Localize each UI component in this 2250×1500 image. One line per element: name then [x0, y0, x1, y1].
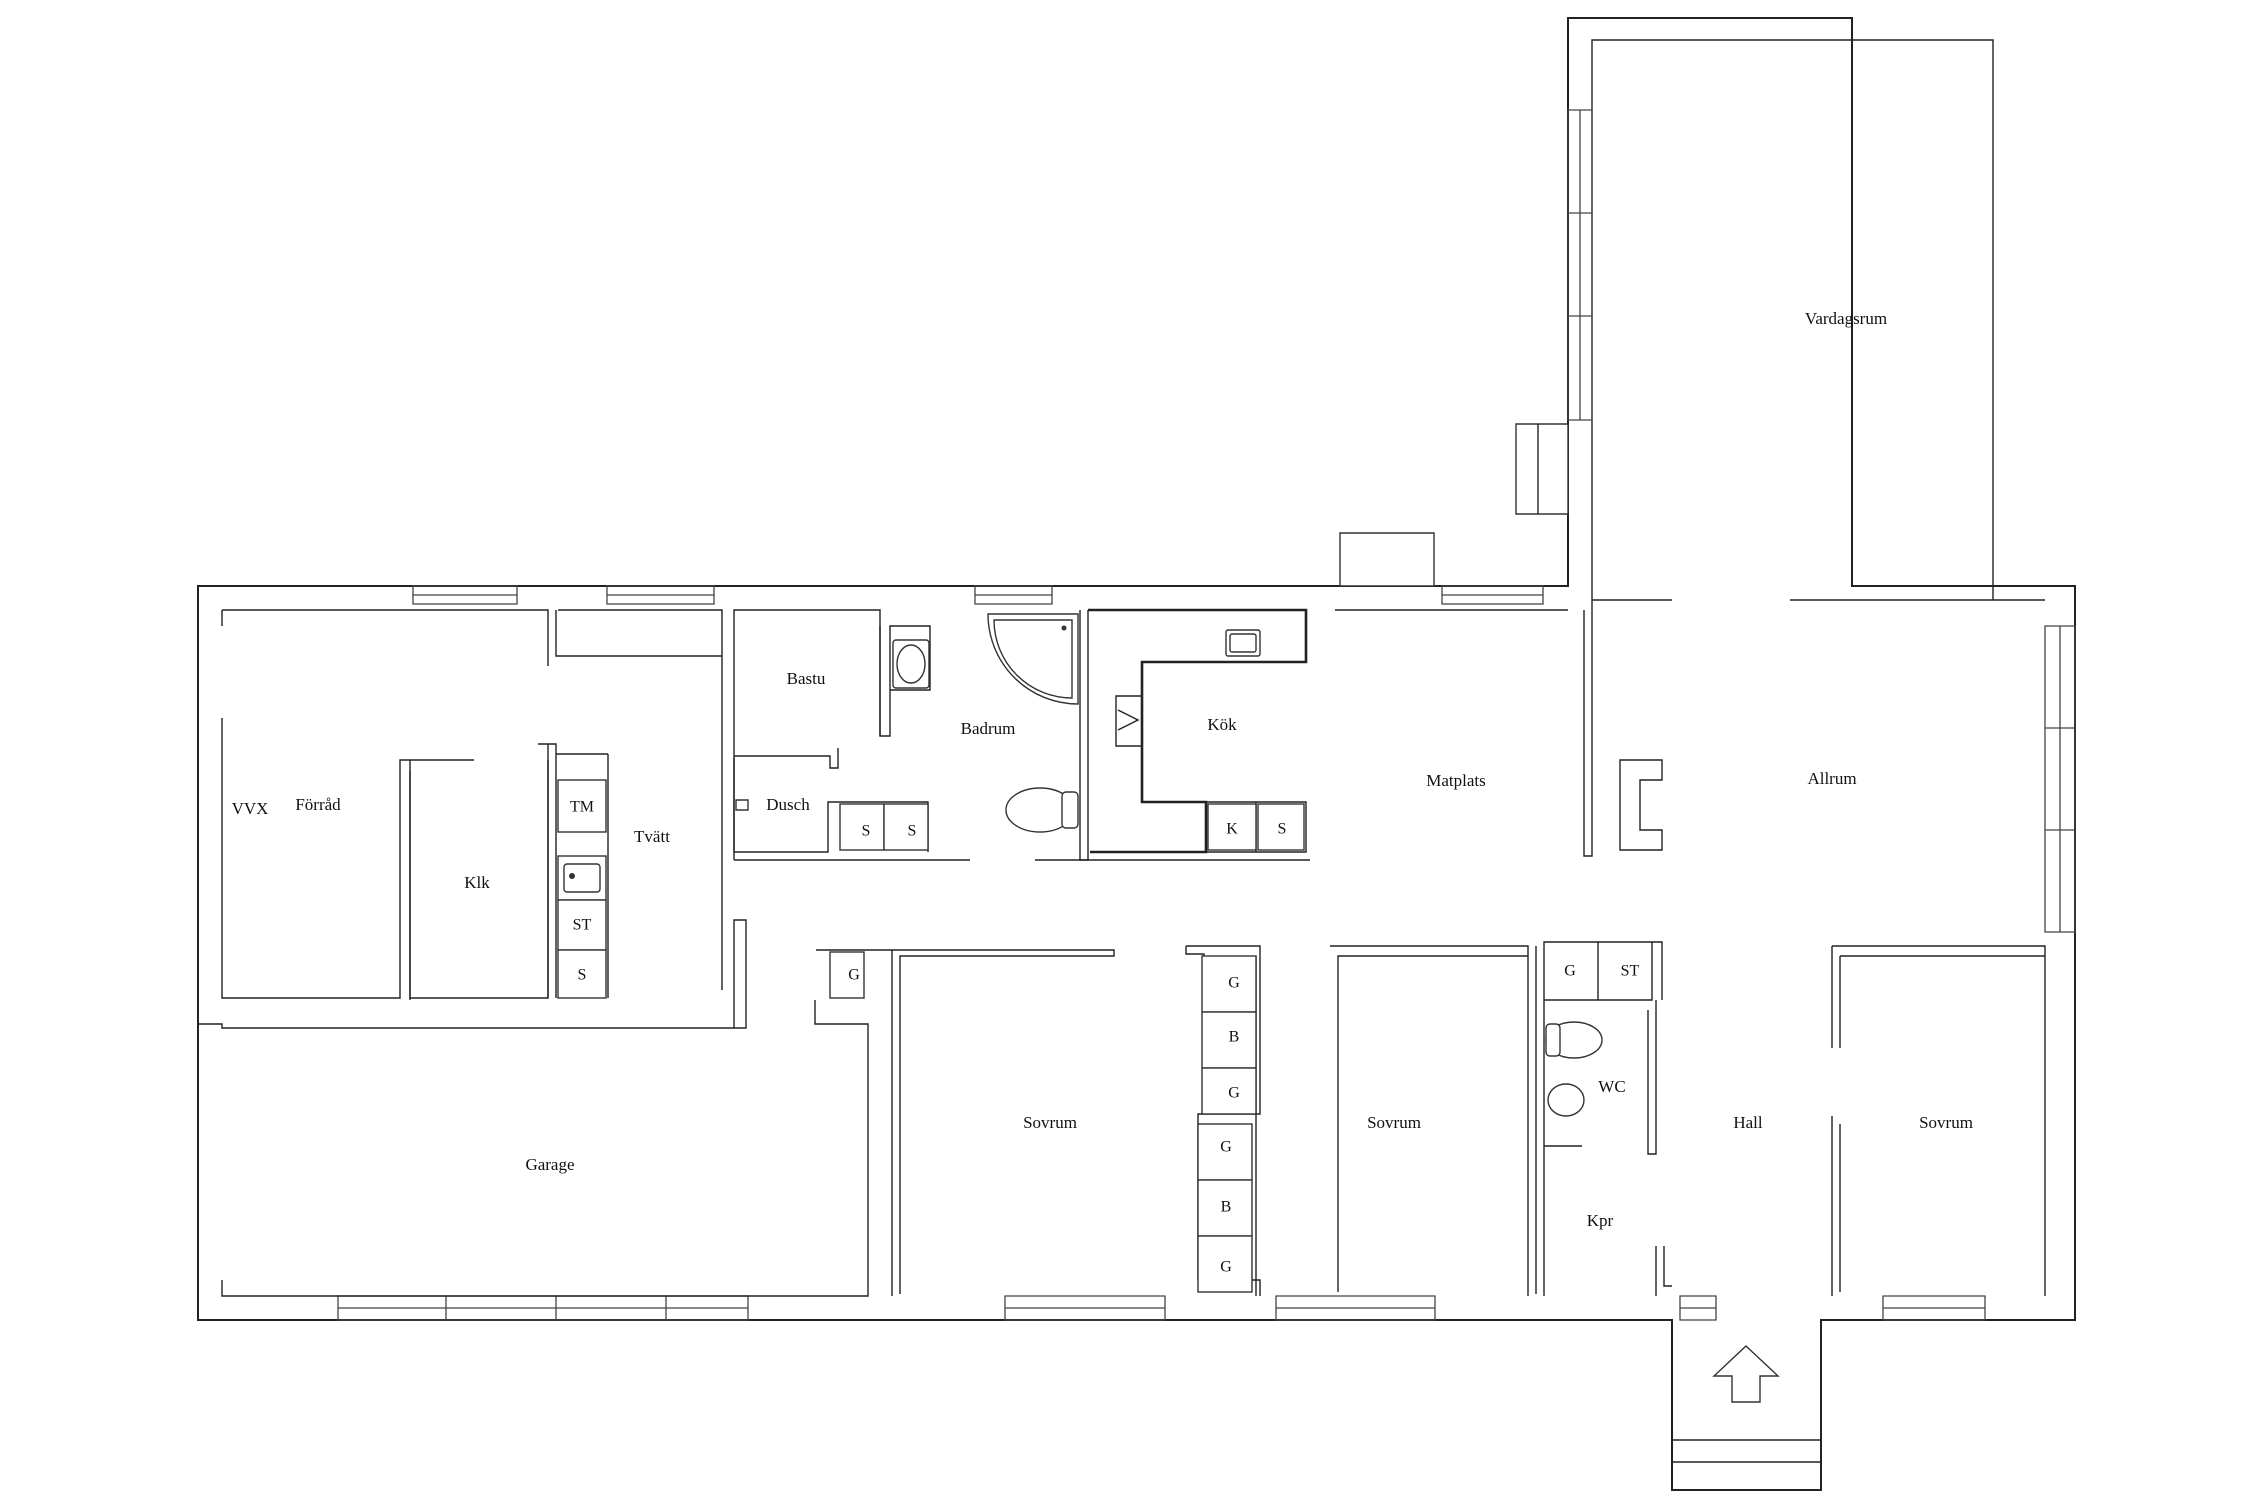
room-hall: Hall: [1733, 1113, 1763, 1132]
room-dusch: Dusch: [766, 795, 810, 814]
sink-wc: [1547, 1083, 1585, 1117]
st-cabinet: [557, 899, 607, 951]
k-cabinet: [1207, 803, 1257, 851]
g-cabinet-garage: [829, 951, 865, 999]
room-badrum: Badrum: [961, 719, 1016, 738]
label-s-kok: S: [1278, 821, 1287, 838]
g-wardrobe-1: [1201, 955, 1257, 1013]
room-vardagsrum: Vardagsrum: [1805, 309, 1887, 328]
room-tvatt: Tvätt: [634, 827, 670, 846]
shower-head: [735, 799, 749, 811]
room-labels: Vardagsrum VVX Förråd Klk Tvätt Bastu Du…: [232, 309, 1973, 1230]
label-st-tvatt: ST: [573, 917, 592, 934]
s-cabinet-bad-1: [839, 803, 885, 851]
label-k-kok: K: [1226, 821, 1238, 838]
exterior-walls: [197, 17, 2076, 1491]
label-b-sov-2: B: [1221, 1199, 1232, 1216]
tm-cabinet: [557, 779, 607, 833]
label-g-sov-2: G: [1228, 1085, 1240, 1102]
g-wardrobe-2: [1201, 1067, 1257, 1115]
room-klk: Klk: [464, 873, 490, 892]
room-bastu: Bastu: [787, 669, 826, 688]
label-g-wc: G: [1564, 963, 1576, 980]
label-s-bad-2: S: [908, 823, 917, 840]
label-s-tvatt: S: [578, 967, 587, 984]
label-b-sov-1: B: [1229, 1029, 1240, 1046]
s-cabinet-kok: [1257, 803, 1305, 851]
label-g-sov-3: G: [1220, 1139, 1232, 1156]
room-sovrum-2: Sovrum: [1367, 1113, 1421, 1132]
room-kpr: Kpr: [1587, 1211, 1614, 1230]
s-cabinet-tvatt: [557, 949, 607, 999]
label-st-wc: ST: [1621, 963, 1640, 980]
room-forrad: Förråd: [295, 795, 341, 814]
interior-walls: [198, 608, 2046, 1463]
b-wardrobe-1: [1201, 1011, 1257, 1069]
room-wc: WC: [1598, 1077, 1625, 1096]
room-matplats: Matplats: [1426, 771, 1486, 790]
s-cabinet-bad-2: [883, 803, 929, 851]
label-g-garage: G: [848, 967, 860, 984]
room-allrum: Allrum: [1807, 769, 1856, 788]
g-wardrobe-4: [1197, 1235, 1253, 1293]
label-tm: TM: [570, 799, 594, 816]
room-sovrum-3: Sovrum: [1919, 1113, 1973, 1132]
fixture-labels: TM ST S S S K S G G B G G B G G ST: [570, 799, 1640, 1276]
room-vvx: VVX: [232, 799, 269, 818]
fixtures: [557, 613, 1780, 1403]
arrow-up-icon: [1712, 1345, 1780, 1403]
room-sovrum-1: Sovrum: [1023, 1113, 1077, 1132]
room-garage: Garage: [525, 1155, 574, 1174]
windows: [337, 109, 2076, 1321]
label-g-sov-4: G: [1220, 1259, 1232, 1276]
label-s-bad-1: S: [862, 823, 871, 840]
room-kok: Kök: [1207, 715, 1237, 734]
label-g-sov-1: G: [1228, 975, 1240, 992]
